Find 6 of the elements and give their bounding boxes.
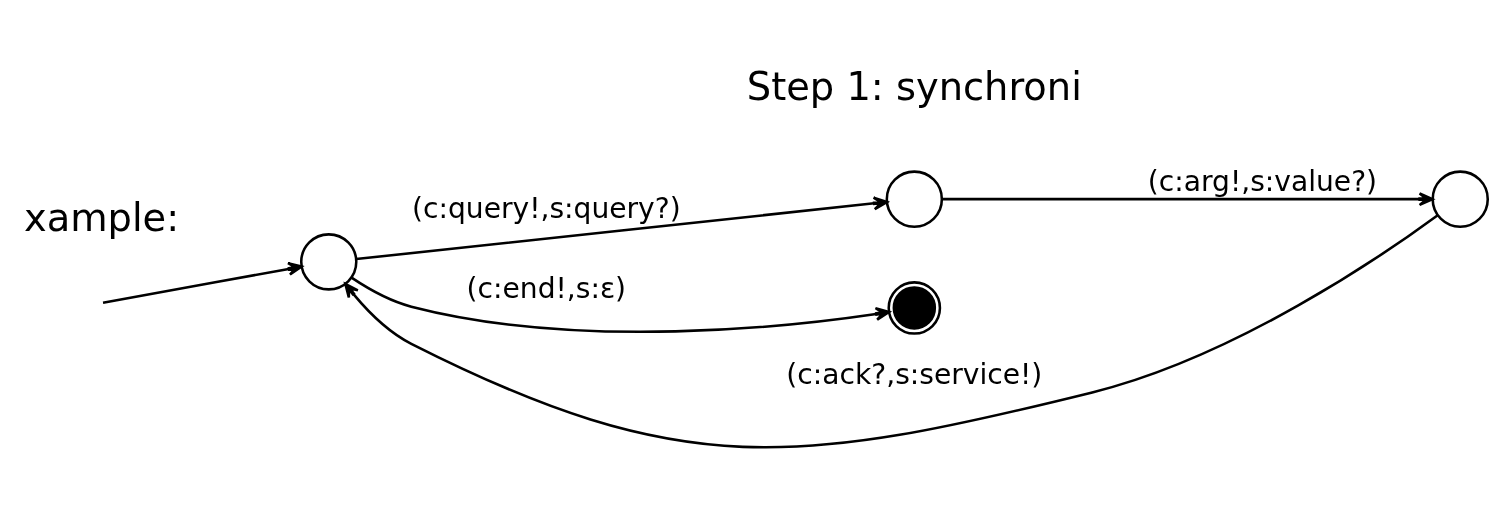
label: Step 1: synchroni <box>746 63 1082 109</box>
edge-label: (c:ack?,s:service!) <box>786 358 1043 392</box>
label: xample: <box>23 194 180 240</box>
edge-label: (c:end!,s:ε) <box>466 272 627 306</box>
edge-label: (c:arg!,s:value?) <box>1147 164 1378 198</box>
edge-label: (c:query!,s:query?) <box>412 191 681 225</box>
